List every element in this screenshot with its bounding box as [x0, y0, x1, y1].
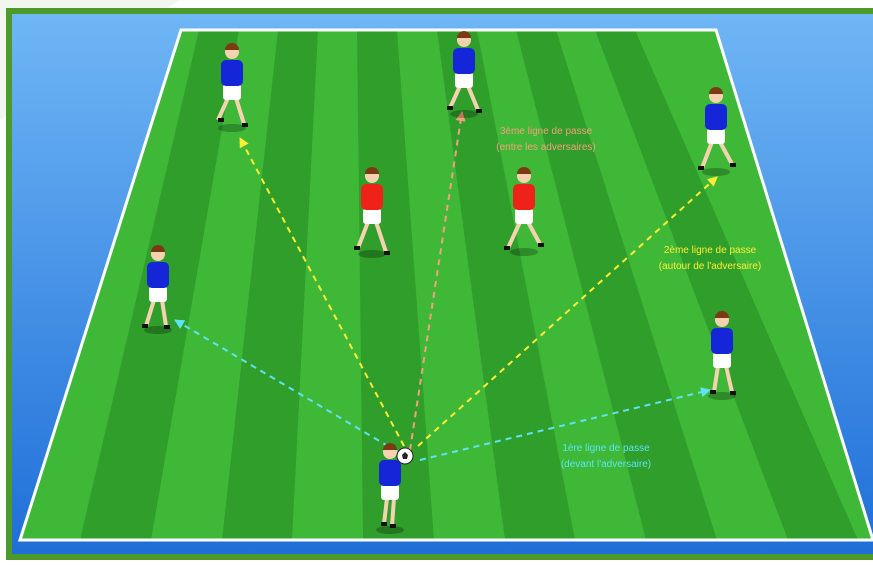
line2-subtitle: (autour de l'adversaire) — [659, 261, 762, 272]
line3-title: 3ème ligne de passe — [500, 126, 593, 137]
line2-title: 2ème ligne de passe — [664, 245, 757, 256]
pitch — [17, 28, 873, 542]
player-receiver-right-bottom — [708, 311, 736, 400]
line1-subtitle: (devant l'adversaire) — [561, 459, 651, 470]
player-receiver-top-center — [447, 31, 482, 118]
soccer-ball-icon — [396, 447, 414, 465]
players — [142, 31, 736, 534]
player-receiver-top-left — [216, 43, 248, 132]
line3-subtitle: (entre les adversaires) — [496, 142, 595, 153]
annotations: 3ème ligne de passe (entre les adversair… — [496, 126, 761, 470]
pitch-stripes — [80, 30, 858, 540]
player-receiver-right-top — [698, 87, 736, 176]
player-defender-right — [504, 167, 544, 256]
player-ball-carrier — [376, 443, 404, 534]
line1-title: 1ère ligne de passe — [562, 443, 650, 454]
pass-arrow-line2-left — [239, 137, 405, 447]
player-receiver-left — [142, 245, 172, 334]
pass-arrow-line2-right — [417, 176, 718, 447]
pass-arrow-line1-right — [419, 387, 711, 461]
pass-arrow-line3-center — [409, 111, 466, 451]
passing-arrows — [174, 111, 718, 461]
player-defender-left — [354, 167, 390, 258]
